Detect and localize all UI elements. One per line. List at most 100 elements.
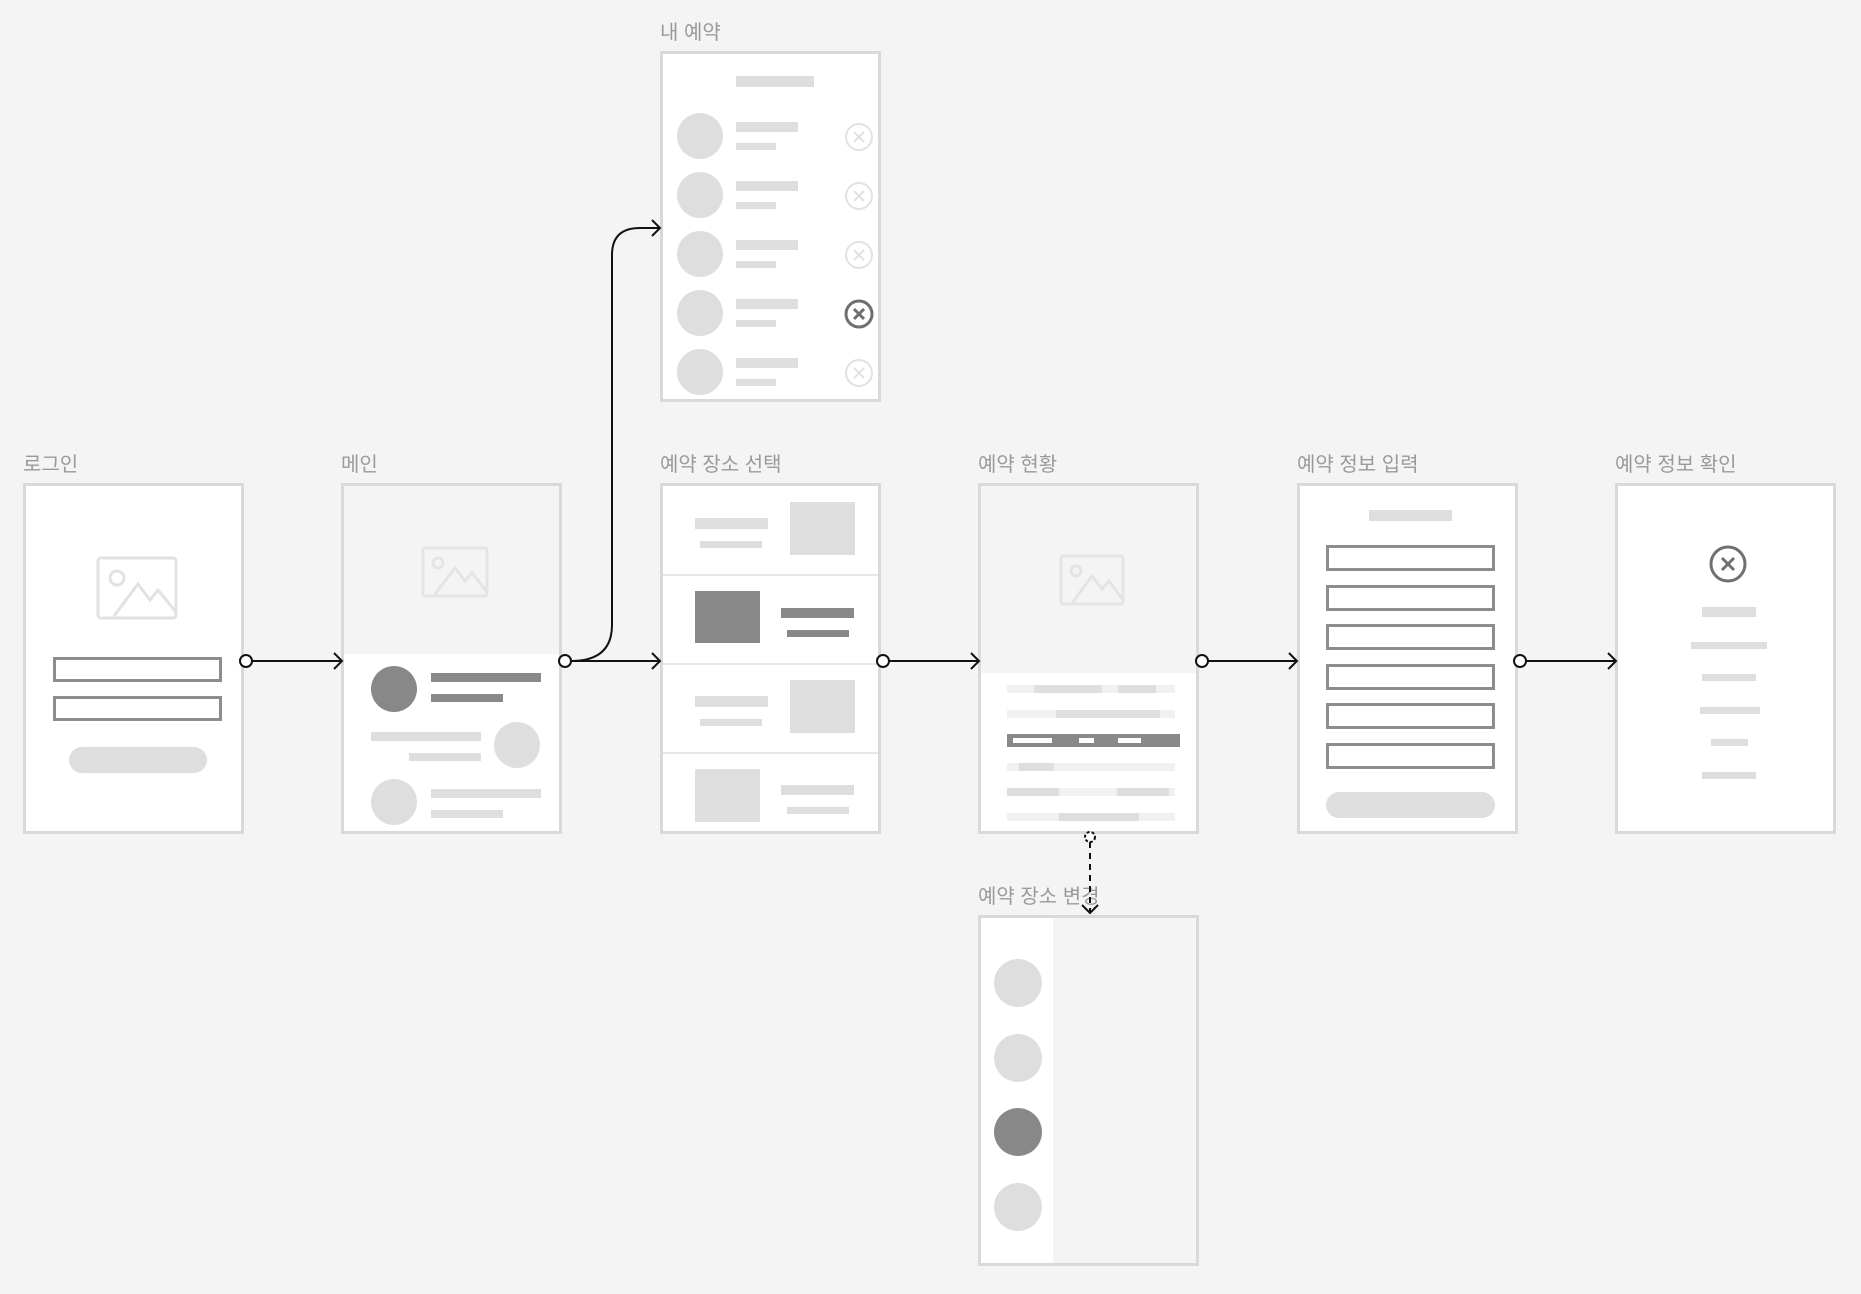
input-field[interactable] (1326, 545, 1495, 571)
text-line (1711, 739, 1748, 746)
main-banner (344, 486, 559, 654)
place-option[interactable] (994, 959, 1042, 1007)
connector-main-my-reservations (570, 227, 660, 662)
screen-info-input[interactable] (1297, 483, 1518, 834)
text-line (787, 807, 849, 814)
text-line (781, 785, 854, 795)
input-field[interactable] (1326, 585, 1495, 611)
place-option-selected[interactable] (994, 1108, 1042, 1156)
timeline-row (1007, 763, 1175, 771)
image-placeholder-icon (96, 556, 178, 620)
input-field[interactable] (1326, 703, 1495, 729)
place-option[interactable] (994, 1183, 1042, 1231)
text-line (736, 202, 776, 209)
screen-label-main: 메인 (341, 454, 378, 476)
screen-label-info-input: 예약 정보 입력 (1297, 454, 1419, 476)
screen-info-confirm[interactable] (1615, 483, 1836, 834)
avatar (677, 113, 723, 159)
login-button[interactable] (69, 747, 207, 773)
thumbnail (790, 680, 855, 733)
username-field[interactable] (53, 657, 222, 682)
divider (663, 574, 878, 576)
arrow-head (1288, 652, 1299, 670)
screen-label-info-confirm: 예약 정보 확인 (1615, 454, 1737, 476)
text-line (1691, 642, 1767, 649)
text-line (736, 299, 798, 309)
image-placeholder-icon (1059, 554, 1125, 606)
divider (663, 663, 878, 665)
page-title (736, 76, 814, 87)
text-line (736, 358, 798, 368)
screen-label-my-reservations: 내 예약 (660, 22, 721, 44)
text-line (1702, 772, 1756, 779)
text-line (371, 732, 481, 741)
text-line (700, 719, 762, 726)
screen-label-change-place: 예약 장소 변경 (978, 886, 1100, 908)
thumbnail[interactable] (695, 591, 760, 643)
text-line (431, 789, 541, 798)
screen-login[interactable] (23, 483, 244, 834)
close-circle-icon[interactable] (844, 122, 874, 152)
text-line (736, 181, 798, 191)
timeline-block (1007, 788, 1059, 796)
screen-status[interactable] (978, 483, 1199, 834)
close-circle-icon[interactable] (844, 240, 874, 270)
text-line (736, 261, 776, 268)
divider (663, 752, 878, 754)
text-line (431, 810, 503, 818)
text-line (736, 240, 798, 250)
text-line (695, 518, 768, 529)
screen-label-select-place: 예약 장소 선택 (660, 454, 782, 476)
content-area (1053, 918, 1196, 1263)
screen-label-login: 로그인 (23, 454, 79, 476)
timeline-block (1034, 685, 1102, 693)
close-circle-icon[interactable] (844, 299, 874, 329)
text-line (736, 379, 776, 386)
text-line (736, 143, 776, 150)
text-line (431, 673, 541, 682)
timeline-block (1056, 710, 1160, 718)
text-line (431, 694, 503, 702)
input-field[interactable] (1326, 624, 1495, 650)
timeline-block (1059, 813, 1139, 821)
screen-select-place[interactable] (660, 483, 881, 834)
close-circle-icon[interactable] (844, 181, 874, 211)
input-field[interactable] (1326, 743, 1495, 769)
avatar (494, 722, 540, 768)
avatar (677, 349, 723, 395)
screen-change-place[interactable] (978, 915, 1199, 1266)
text-line (787, 630, 849, 637)
text-line (1700, 707, 1760, 714)
avatar (677, 231, 723, 277)
password-field[interactable] (53, 696, 222, 721)
timeline-block (1118, 685, 1156, 693)
image-placeholder-icon (421, 546, 489, 598)
close-circle-icon[interactable] (844, 358, 874, 388)
screen-main[interactable] (341, 483, 562, 834)
text-line (409, 753, 481, 761)
text-line (700, 541, 762, 548)
timeline-gap (1079, 738, 1094, 743)
timeline-block (1019, 763, 1054, 771)
text-line (781, 608, 854, 618)
avatar (677, 172, 723, 218)
screen-my-reservations[interactable] (660, 51, 881, 402)
timeline-gap (1118, 738, 1141, 743)
place-option[interactable] (994, 1034, 1042, 1082)
timeline-block (1117, 788, 1169, 796)
timeline-gap (1013, 738, 1052, 743)
text-line (736, 122, 798, 132)
arrow-head (651, 652, 662, 670)
avatar (371, 666, 417, 712)
avatar (677, 290, 723, 336)
input-field[interactable] (1326, 664, 1495, 690)
thumbnail (790, 502, 855, 555)
text-line (1702, 607, 1756, 617)
text-line (695, 696, 768, 707)
thumbnail (695, 769, 760, 822)
avatar (371, 779, 417, 825)
close-circle-icon[interactable] (1709, 545, 1747, 583)
screen-label-status: 예약 현황 (978, 454, 1058, 476)
submit-button[interactable] (1326, 792, 1495, 818)
